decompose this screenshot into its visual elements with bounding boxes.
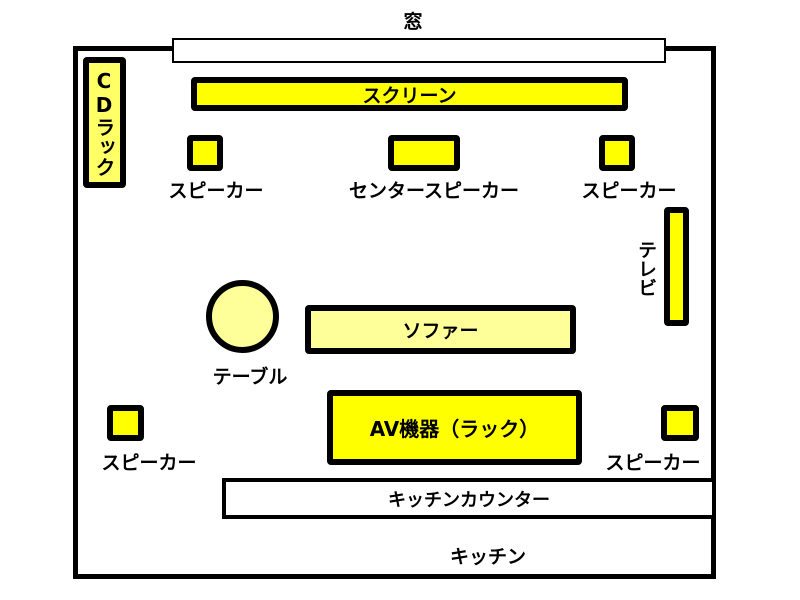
table-label: テーブル [212, 366, 288, 388]
speaker-front-left [187, 135, 223, 171]
window-label: 窓 [403, 11, 423, 33]
av-rack: AV機器（ラック） [327, 390, 582, 465]
kitchen-counter: キッチンカウンター [222, 478, 716, 519]
speaker-rear-right [661, 405, 699, 441]
speaker-front-right [599, 135, 635, 171]
speaker-rear-left-label: スピーカー [101, 452, 197, 474]
sofa: ソファー [305, 305, 576, 354]
center-speaker-label: センタースピーカー [348, 180, 520, 202]
screen: スクリーン [191, 77, 628, 111]
cd-rack: CDラック [83, 57, 126, 188]
speaker-front-right-label: スピーカー [581, 180, 677, 202]
tv-label: テレビ [635, 240, 657, 297]
speaker-front-left-label: スピーカー [168, 180, 264, 202]
speaker-rear-left [107, 405, 144, 441]
kitchen-label: キッチン [449, 546, 527, 568]
tv [664, 207, 689, 326]
center-speaker [388, 135, 460, 171]
table [206, 280, 279, 353]
window [172, 38, 666, 63]
speaker-rear-right-label: スピーカー [605, 452, 701, 474]
